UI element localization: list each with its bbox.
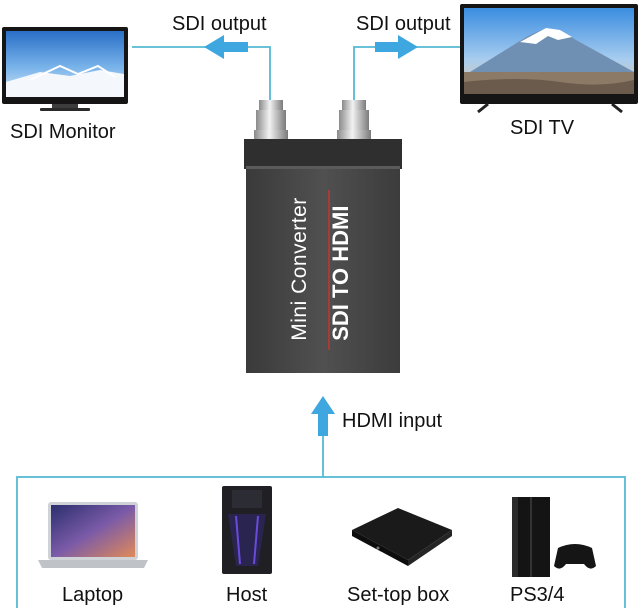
source-laptop-label: Laptop — [62, 584, 124, 606]
bnc-connector-right-icon — [337, 100, 371, 140]
source-set-top-box-label: Set-top box — [347, 584, 450, 606]
sdi-tv-label: SDI TV — [510, 117, 575, 139]
converter-line2: SDI TO HDMI — [328, 205, 353, 341]
source-host-label: Host — [226, 584, 268, 606]
host-pc-icon — [222, 486, 272, 574]
line-to-sdi-monitor — [132, 46, 271, 102]
gamepad-icon — [554, 544, 596, 569]
arrow-up-icon — [311, 396, 335, 436]
laptop-icon — [38, 502, 148, 568]
arrow-left-icon — [204, 35, 248, 59]
sdi-output-left-label: SDI output — [172, 13, 267, 35]
sdi-monitor-label: SDI Monitor — [10, 121, 116, 143]
converter-text: Mini Converter SDI TO HDMI — [288, 197, 354, 341]
arrow-right-icon — [375, 35, 418, 59]
converter-device — [244, 100, 402, 373]
source-ps34-label: PS3/4 — [510, 584, 565, 606]
set-top-box-icon — [352, 508, 452, 566]
bnc-connector-left-icon — [254, 100, 288, 140]
sources-box — [16, 476, 626, 608]
hdmi-input-label: HDMI input — [342, 410, 443, 432]
sdi-tv-icon — [460, 4, 638, 114]
line-to-sdi-tv — [353, 46, 460, 102]
ps4-console-icon — [512, 497, 550, 577]
sdi-monitor-icon — [2, 27, 128, 111]
converter-line1: Mini Converter — [288, 197, 311, 341]
sdi-output-right-label: SDI output — [356, 13, 451, 35]
converter-label: Mini Converter SDI TO HDMI — [288, 184, 354, 354]
